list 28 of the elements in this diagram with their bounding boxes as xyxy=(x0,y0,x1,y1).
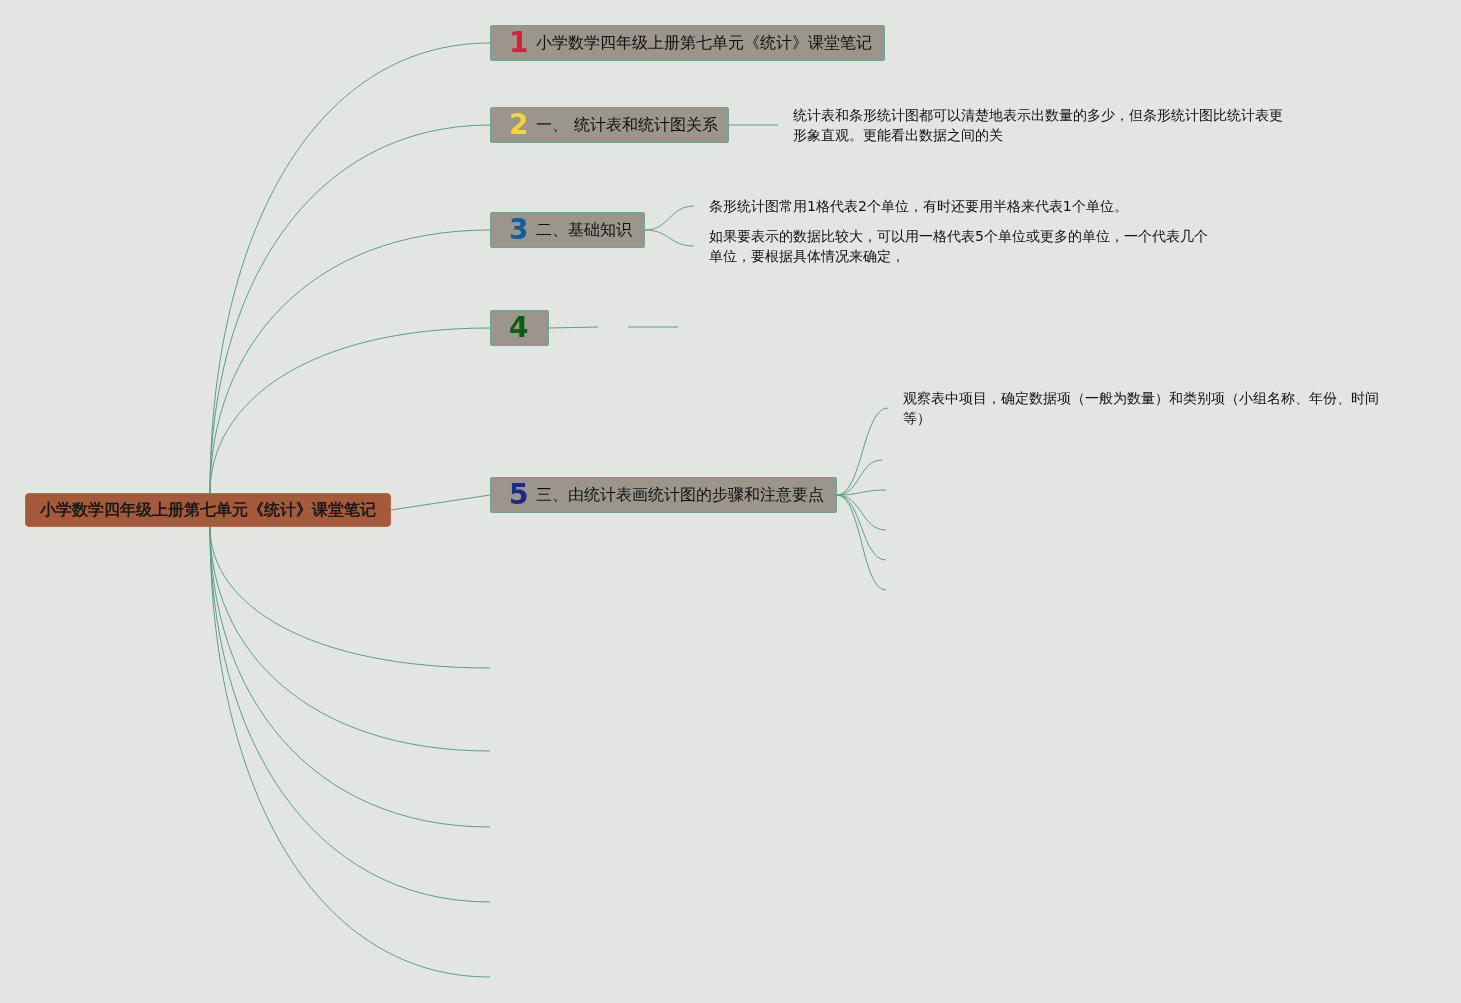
branch-line xyxy=(548,326,599,329)
branch-line xyxy=(390,494,491,511)
topic-number: 5 xyxy=(509,481,529,509)
topic-box xyxy=(490,25,885,61)
topic-number: 3 xyxy=(509,216,529,244)
topic-label: 一、 统计表和统计图关系 xyxy=(536,114,718,136)
branch-line xyxy=(728,124,779,126)
topic-number: 1 xyxy=(509,29,529,57)
topic-label: 二、基础知识 xyxy=(536,219,633,241)
topic-number: 4 xyxy=(509,314,529,342)
branch-line xyxy=(644,229,695,247)
topic-box xyxy=(490,310,549,346)
topic-label: 三、由统计表画统计图的步骤和注意要点 xyxy=(536,484,825,506)
branch-line xyxy=(209,526,491,978)
branch-line xyxy=(644,205,695,231)
note-text: 观察表中项目，确定数据项（一般为数量）和类别项（小组名称、年份、时间等） xyxy=(903,388,1388,428)
note-text: 如果要表示的数据比较大，可以用一格代表5个单位或更多的单位，一个代表几个单位，要根据具体情况来确定， xyxy=(709,226,1209,266)
note-text: 条形统计图常用1格代表2个单位，有时还要用半格来代表1个单位。 xyxy=(709,196,1189,216)
topic-box xyxy=(490,477,837,513)
note-text: 统计表和条形统计图都可以清楚地表示出数量的多少，但条形统计图比统计表更形象直观。更能看出数据之间的关 xyxy=(793,105,1293,145)
topic-label: 小学数学四年级上册第七单元《统计》课堂笔记 xyxy=(536,32,873,54)
topic-box xyxy=(490,107,729,143)
topic-box xyxy=(490,212,645,248)
topic-label: 小学数学四年级上册第七单元《统计》课堂笔记 xyxy=(40,499,376,521)
root-topic-box xyxy=(25,493,391,527)
branch-line xyxy=(836,494,887,591)
branch-line xyxy=(209,327,491,494)
topic-number: 2 xyxy=(509,111,529,139)
